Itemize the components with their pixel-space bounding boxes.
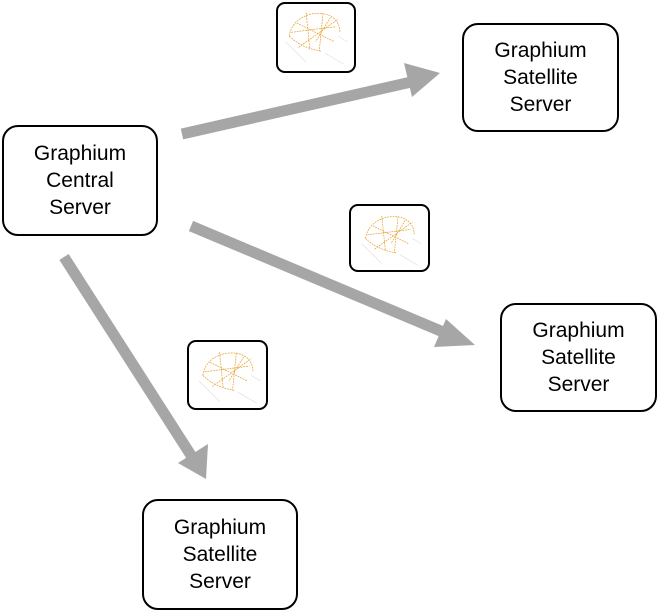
arrow-head (178, 444, 208, 479)
label-line: Server (547, 373, 610, 396)
label-line: Graphium (33, 142, 127, 165)
central-server-box: Graphium Central Server (2, 125, 158, 236)
label-line: Satellite (541, 346, 616, 369)
label-line: Central (46, 169, 114, 192)
arrow-to-satellite-1 (180, 63, 440, 140)
label-line: Server (49, 196, 111, 219)
satellite-server-label: Graphium Satellite Server (174, 514, 266, 595)
arrow-head (434, 319, 475, 347)
arrow-shaft (59, 254, 199, 463)
label-line: Graphium (173, 516, 267, 539)
arrow-head (404, 63, 440, 97)
satellite-server-box: Graphium Satellite Server (462, 23, 619, 132)
satellite-server-box: Graphium Satellite Server (500, 303, 657, 412)
graph-map-drawing (198, 352, 261, 404)
label-line: Satellite (503, 66, 578, 89)
label-line: Satellite (182, 543, 258, 566)
label-line: Graphium (532, 319, 625, 342)
arrow-to-satellite-2 (188, 220, 475, 347)
arrow-to-satellite-3 (59, 254, 208, 479)
label-line: Graphium (494, 39, 587, 62)
graph-map-icon (349, 204, 430, 272)
satellite-server-box: Graphium Satellite Server (142, 499, 298, 610)
graph-map-icon (187, 340, 268, 410)
graph-map-drawing (361, 215, 422, 266)
central-server-label: Graphium Central Server (34, 140, 126, 221)
graph-map-icon (276, 2, 356, 73)
label-line: Server (189, 570, 251, 593)
label-line: Server (509, 93, 572, 116)
arrow-shaft (180, 74, 422, 140)
satellite-server-label: Graphium Satellite Server (532, 317, 624, 398)
arrow-shaft (188, 220, 458, 343)
satellite-server-label: Graphium Satellite Server (494, 37, 586, 118)
graph-map-drawing (285, 12, 348, 65)
